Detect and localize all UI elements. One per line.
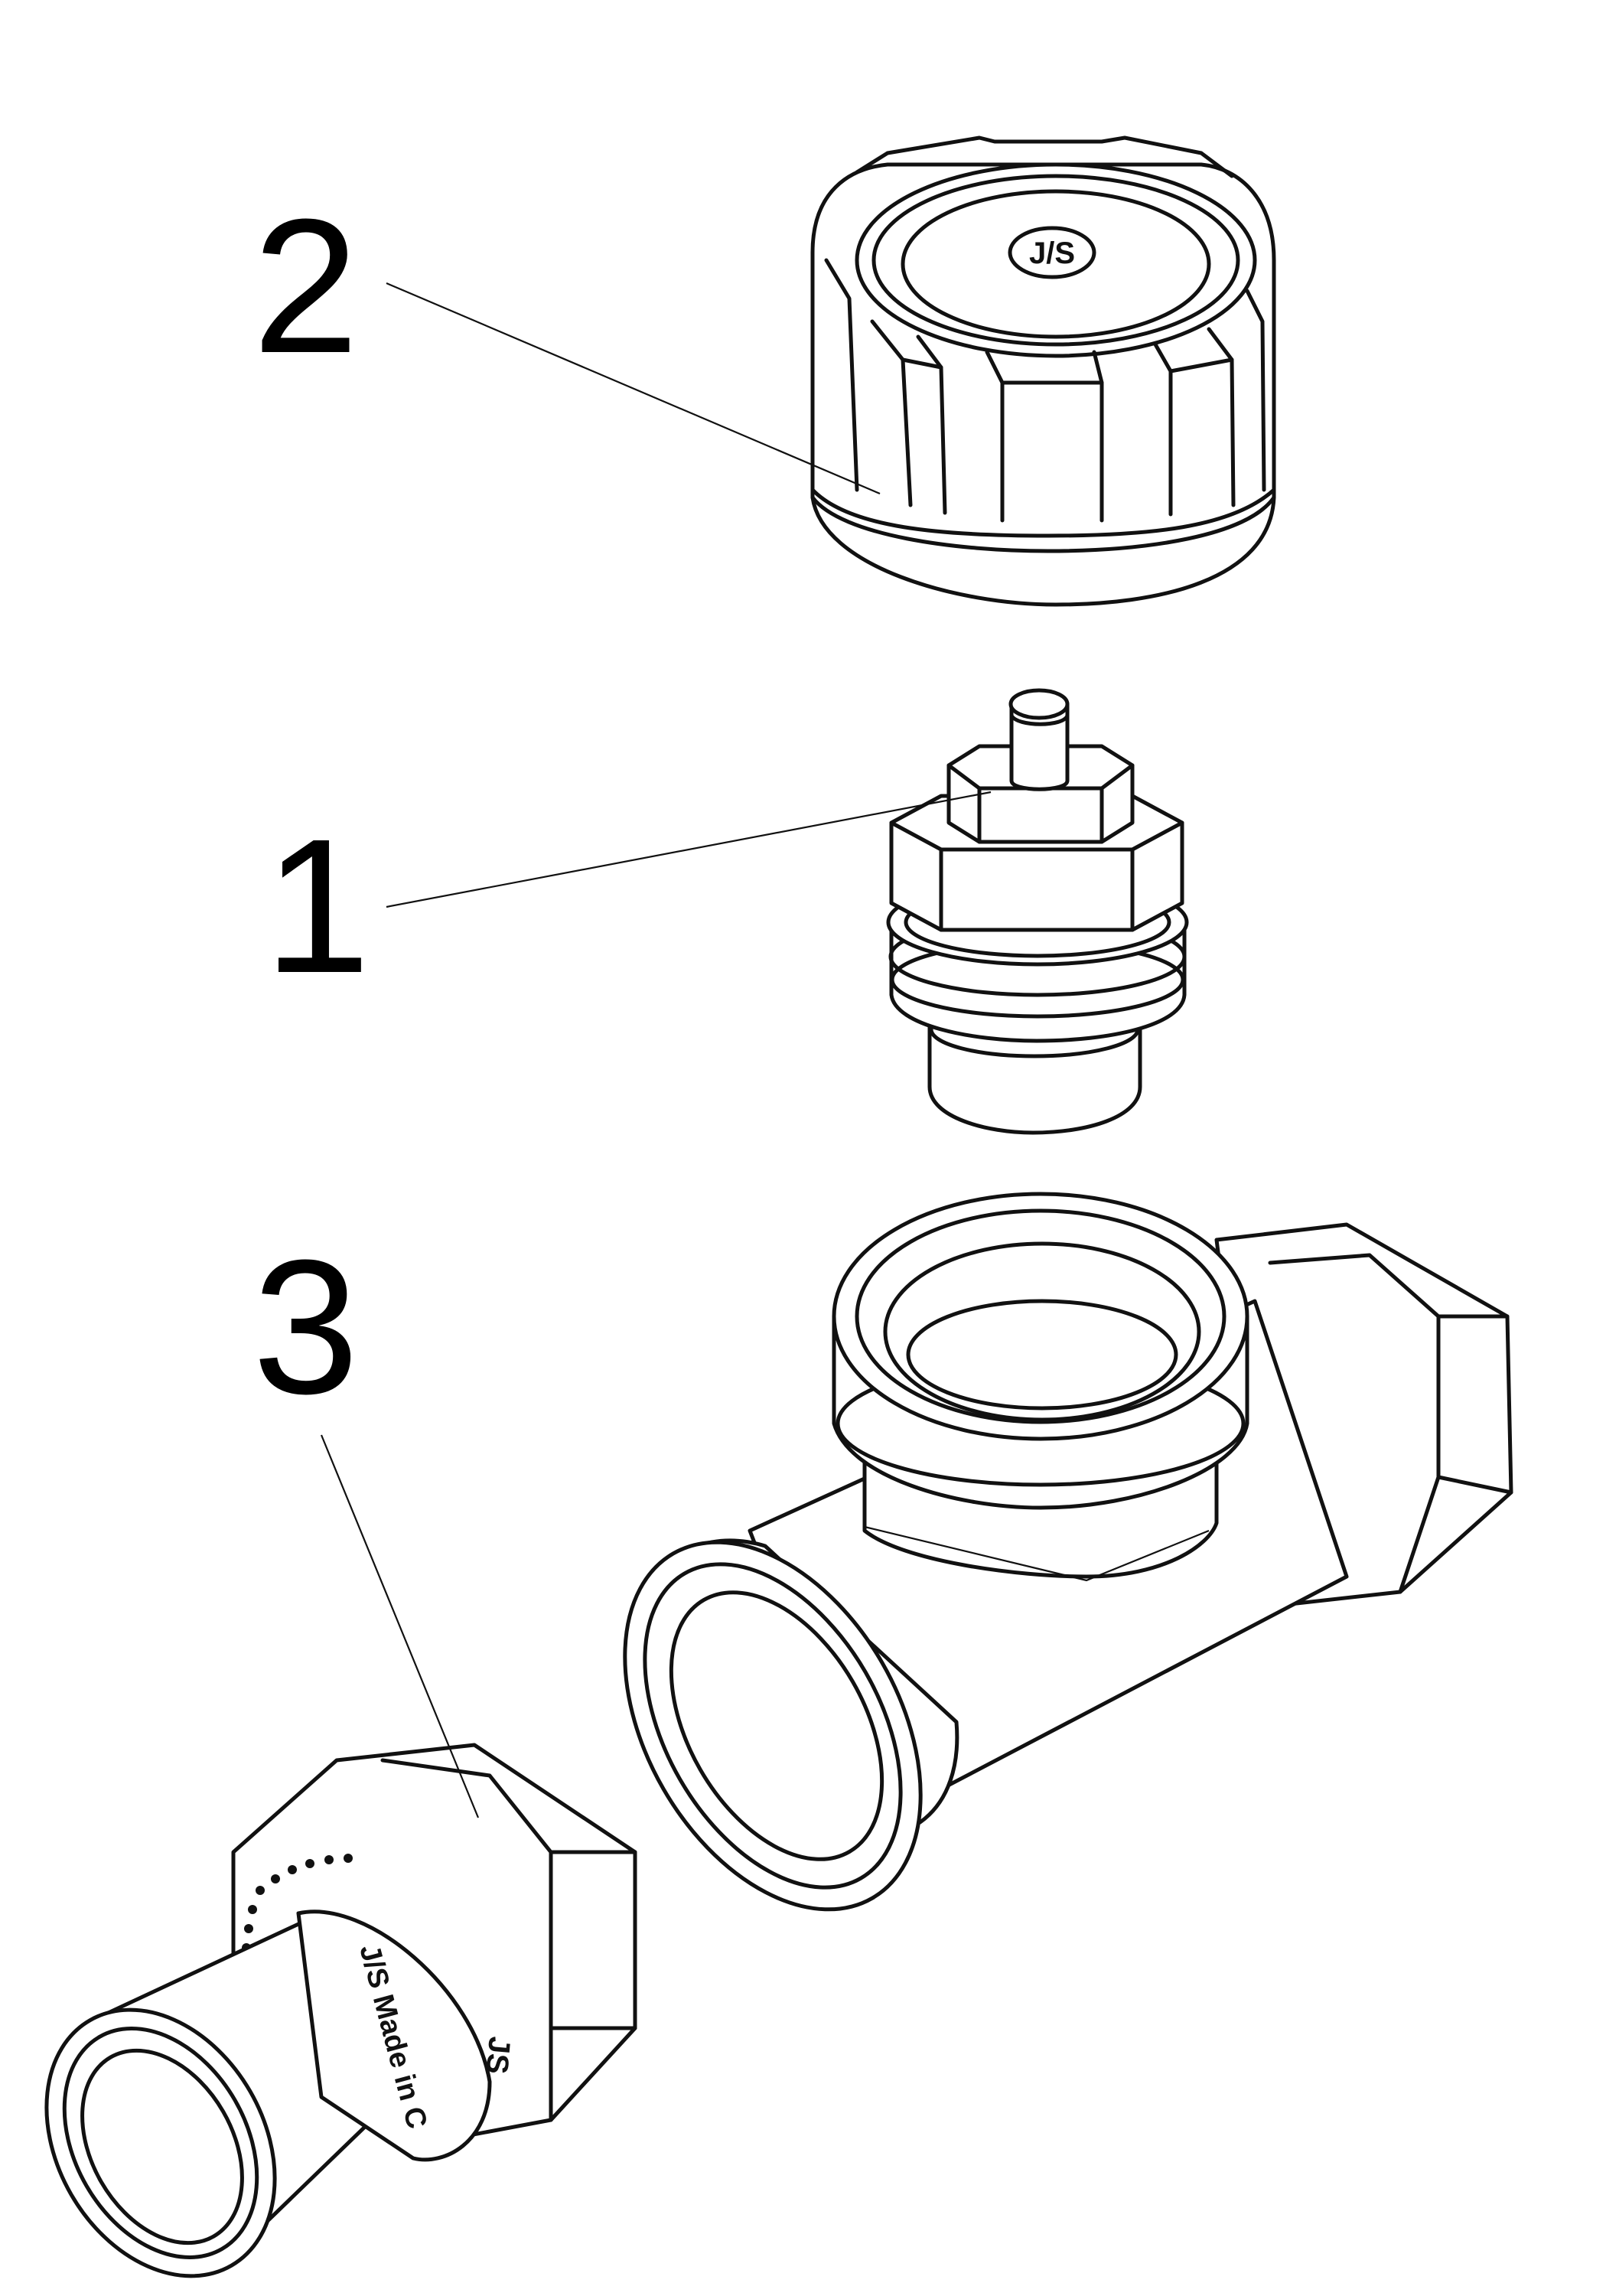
callout-2: 2 bbox=[252, 179, 359, 393]
valve-insert-part bbox=[886, 688, 1189, 1135]
valve-body-part bbox=[623, 1192, 1513, 1912]
leader-line-2 bbox=[386, 282, 881, 495]
cap-logo: J/S bbox=[1029, 236, 1075, 270]
cap-part: J/S bbox=[810, 135, 1276, 607]
leader-line-3 bbox=[320, 1434, 480, 1818]
callout-1: 1 bbox=[264, 799, 370, 1013]
tailpiece-part: J/S Made in C JS bbox=[44, 1743, 637, 2278]
callout-3: 3 bbox=[252, 1220, 359, 1433]
leader-line-1 bbox=[386, 791, 992, 908]
tailpiece-logo: JS bbox=[480, 2035, 516, 2076]
